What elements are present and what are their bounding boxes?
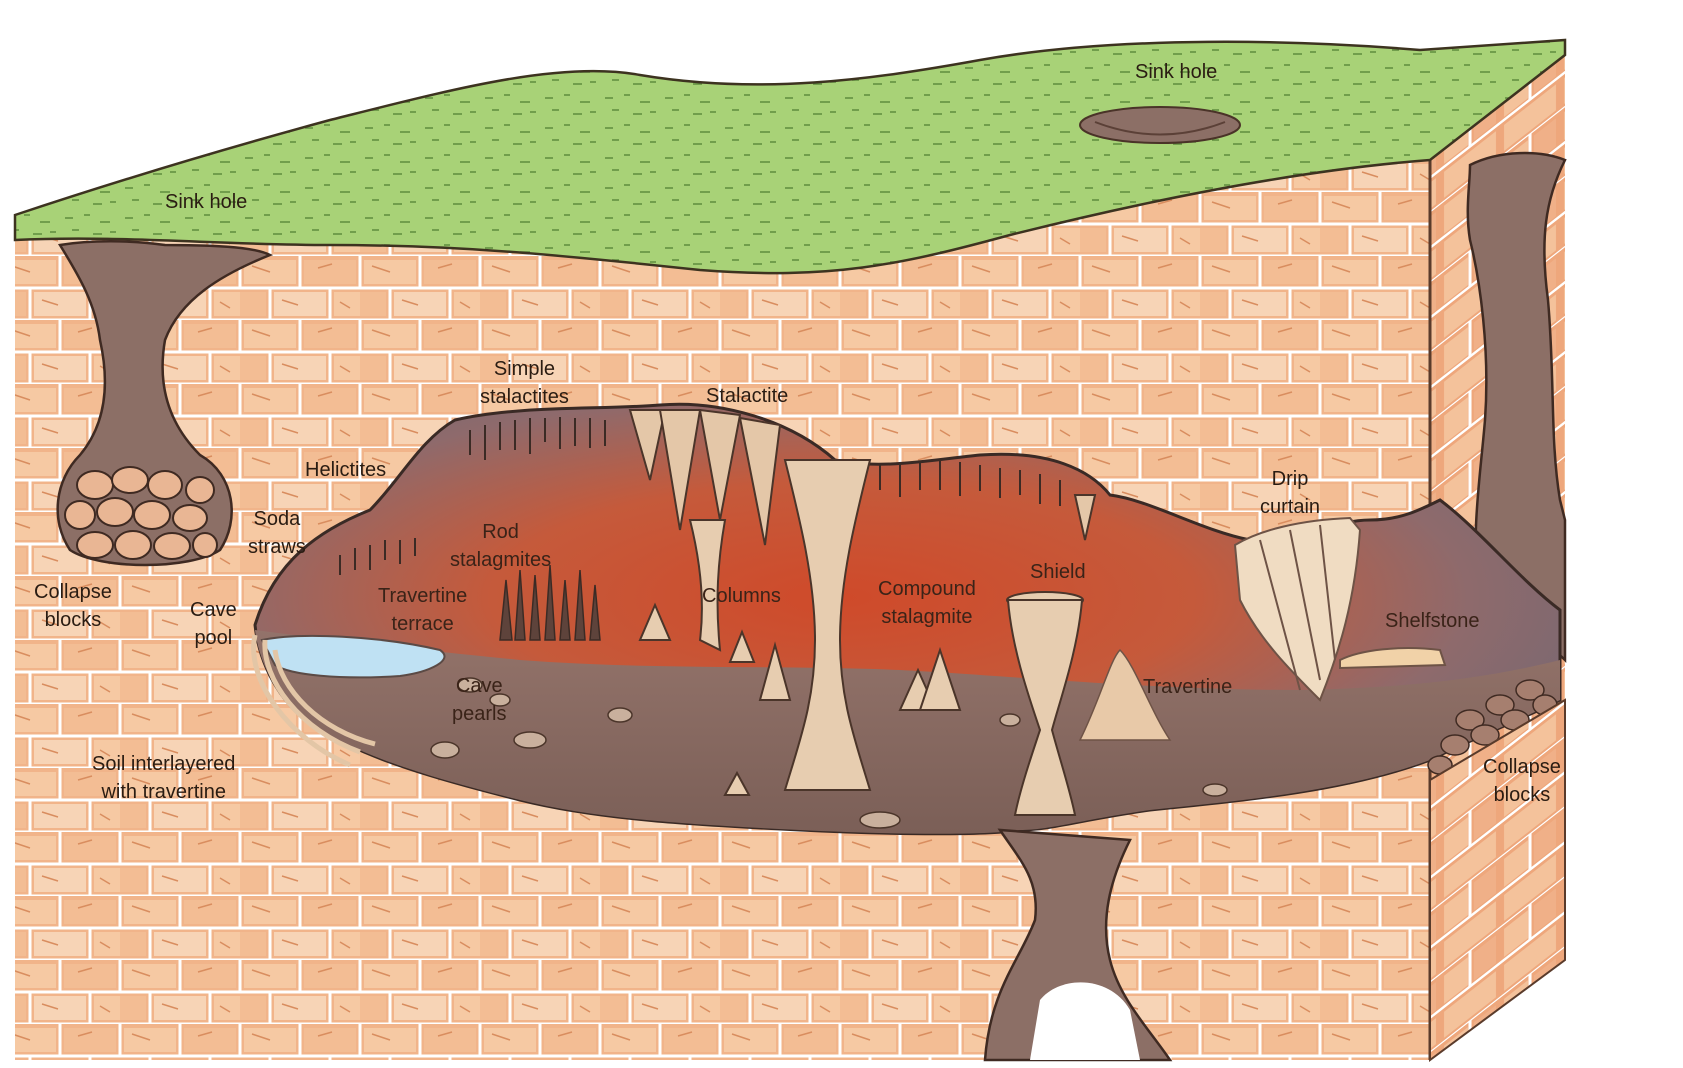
label-travertine-terrace: Travertine terrace — [378, 582, 467, 638]
collapse-blocks-left-rubble — [65, 467, 217, 559]
label-sink-hole-left: Sink hole — [165, 188, 247, 216]
label-compound-stalagmite: Compound stalagmite — [878, 575, 976, 631]
label-sink-hole-top: Sink hole — [1135, 58, 1217, 86]
label-rod-stalagmites: Rod stalagmites — [450, 518, 551, 574]
label-soil-interlayered: Soil interlayered with travertine — [92, 750, 235, 806]
label-columns: Columns — [702, 582, 781, 610]
label-collapse-blocks-right: Collapse blocks — [1483, 753, 1561, 809]
label-drip-curtain: Drip curtain — [1260, 465, 1320, 521]
label-helictites: Helictites — [305, 456, 386, 484]
label-collapse-blocks-left: Collapse blocks — [34, 578, 112, 634]
label-shelfstone: Shelfstone — [1385, 607, 1480, 635]
label-shield: Shield — [1030, 558, 1086, 586]
label-cave-pool: Cave pool — [190, 596, 237, 652]
label-cave-pearls: Cave pearls — [452, 672, 506, 728]
label-stalactite: Stalactite — [706, 382, 788, 410]
label-travertine: Travertine — [1143, 673, 1232, 701]
label-simple-stalactites: Simple stalactites — [480, 355, 569, 411]
label-soda-straws: Soda straws — [248, 505, 306, 561]
